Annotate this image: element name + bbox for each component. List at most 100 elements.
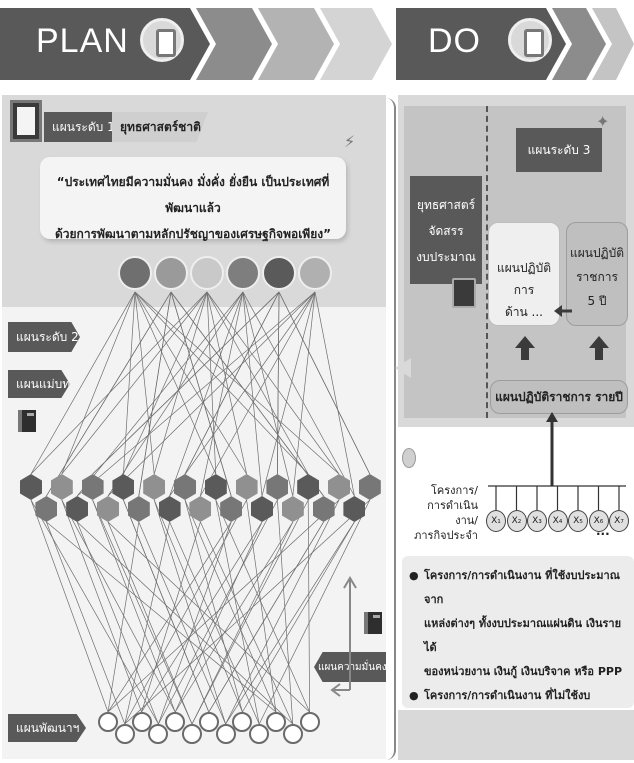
master-plan-hex-15 [235,474,258,500]
arrow-up-stem-left [521,348,529,360]
hex-to-milestone-line [46,521,277,713]
hex-to-milestone-line [307,499,310,713]
hex-to-milestone-line [107,499,340,713]
calculator-icon [452,278,476,308]
goal-to-hex-line [134,291,247,475]
goal-to-hex-line [134,291,309,475]
goal-to-hex-line [206,291,247,475]
goal-to-hex-line [123,291,208,475]
projects-label-line-3: ภารกิจประจำ [414,529,478,542]
hex-to-milestone-line [191,499,309,725]
arrow-up-icon-left [515,336,535,348]
do-banner: DO [396,0,634,88]
project-node-7: X₇ [609,510,629,532]
master-plan-hex-8 [127,496,150,522]
arrow-left-icon [554,305,572,317]
hex-to-milestone-line [76,521,294,725]
annual-box-text: แผนปฏิบัติราชการ รายปี [495,390,623,404]
goal-to-hex-line [138,291,172,497]
master-plan-hex-23 [358,474,381,500]
budget-line-1: ยุทธศาสตร์ [416,198,476,212]
vision-line-2: ด้วยการพัฒนาตามหลักปรัชญาของเศรษฐกิจพอเพ… [54,227,331,241]
goal-to-hex-line [261,291,316,497]
hex-to-milestone-line [61,499,176,713]
goal-to-hex-line [242,291,294,497]
master-plan-hex-12 [189,496,212,522]
hex-to-milestone-line [225,521,355,725]
hex-to-milestone-line [277,499,294,725]
do-lower-strip [398,710,634,760]
hex-to-milestone-line [169,521,260,725]
milestone-circle-9 [232,712,253,732]
level3-tag-text: แผนระดับ 3 [527,143,591,157]
master-plan-hex-22 [343,496,366,522]
goal-to-hex-line [170,291,232,497]
plan-banner: PLAN [0,0,392,88]
hex-to-milestone-line [123,499,210,713]
milestone-circle-10 [249,724,270,744]
action-plan-box: แผนปฏิบัติการ ด้าน ... [488,222,560,326]
master-plan-hex-7 [112,474,135,500]
master-plan-hex-1 [20,474,42,500]
plan-title: PLAN [36,22,129,60]
goal-to-hex-line [200,291,244,497]
hex-to-milestone-line [107,521,193,725]
gov-5yr-line-3: 5 ปี [587,294,607,308]
master-plan-hex-21 [328,474,350,500]
arrow-up-stem-right [595,348,603,360]
x-nodes-ellipsis: ... [596,524,610,538]
master-plan-hex-19 [297,474,320,500]
goal-to-hex-line [61,291,136,475]
note1-line-3: ของหน่วยงาน เงินกู้ เงินบริจาค หรือ PPP [424,665,623,678]
master-plan-hex-5 [81,474,104,500]
strategy-circle-2 [154,256,188,290]
action-plan-line-2: ด้าน ... [505,305,543,319]
goal-to-hex-line [30,291,208,475]
hex-to-milestone-line [30,499,109,713]
hex-to-milestone-line [184,499,277,713]
hex-to-milestone-line [76,521,159,725]
project-node-5: X₅ [568,510,588,532]
plan-document-icon [140,18,184,62]
hex-to-milestone-line [153,499,243,713]
strategy-circle-3 [190,256,224,290]
goal-to-hex-line [277,291,280,475]
goal-to-hex-line [278,291,371,475]
projects-label: โครงการ/ การดำเนินงาน/ ภารกิจประจำ [412,483,478,543]
goal-to-hex-line [242,291,355,497]
hex-to-milestone-line [200,521,294,725]
milestone-circle-8 [215,724,236,744]
dev-plan-tag: แผนพัฒนาฯ 13 [8,714,86,742]
note1-line-2: แหล่งต่างๆ ทั้งงบประมาณแผ่นดิน เงินรายได… [424,617,622,654]
hex-to-milestone-line [92,499,193,725]
level3-sparkle-icon: ✦ [596,112,610,131]
goal-to-hex-line [242,291,263,497]
strategy-circle-6 [298,256,332,290]
hex-to-milestone-line [158,499,278,725]
master-plan-hex-6 [97,496,119,522]
budget-strategy-box: ยุทธศาสตร์ จัดสรร งบประมาณ [410,176,482,284]
milestone-circle-6 [182,724,202,744]
national-vision-box: “ประเทศไทยมีความมั่นคง มั่งคั่ง ยั่งยืน … [40,157,346,241]
master-plan-book-icon [18,410,36,432]
action-plan-line-1: แผนปฏิบัติการ [496,261,552,297]
project-node-4: X₄ [547,510,568,532]
milestone-circle-4 [148,724,169,744]
master-plan-hex-18 [281,496,304,522]
goal-to-hex-line [206,291,309,475]
lightning-icon: ⚡ [344,132,356,151]
goal-to-hex-line [153,291,208,475]
security-plan-arrows [330,576,357,697]
milestone-circle-11 [266,712,286,732]
goal-to-hex-line [170,291,324,497]
strategy-circle-5 [262,256,296,290]
goal-to-hex-line [92,291,280,475]
hex-to-milestone-line [158,521,232,725]
hex-to-milestone-line [215,499,310,713]
hex-to-milestone-line [208,521,324,713]
do-title: DO [428,22,481,60]
projects-label-line-1: โครงการ/ [431,484,478,497]
goal-to-hex-line [123,291,136,475]
master-plan-hex-3 [50,474,73,500]
hex-to-milestone-line [124,499,247,725]
